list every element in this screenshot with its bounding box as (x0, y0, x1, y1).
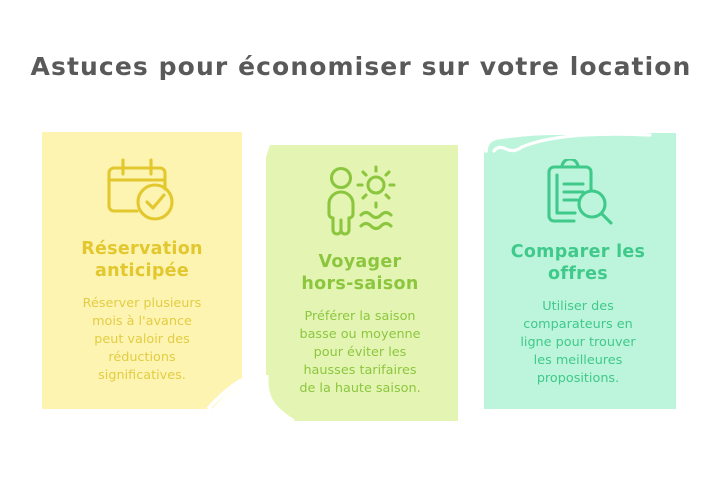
tip-card-comparer-les-offres: Comparer les offres Utiliser des compara… (480, 133, 676, 409)
card-title-line-1: Voyager (318, 252, 402, 272)
card-body-line: significatives. (98, 368, 186, 384)
card-body-line: basse ou moyenne (299, 326, 421, 342)
card-body: Utiliser des comparateurs en ligne pour … (490, 298, 666, 389)
card-body-line: les meilleures (533, 353, 623, 369)
card-content: Voyager hors-saison Préférer la saison b… (262, 145, 458, 441)
card-content: Réservation anticipée Réserver plusieurs… (42, 132, 242, 431)
calendar-check-icon (105, 154, 179, 224)
card-body-line: comparateurs en (523, 316, 633, 332)
tip-card-voyager-hors-saison: Voyager hors-saison Préférer la saison b… (262, 145, 458, 421)
person-sun-waves-icon (321, 165, 399, 237)
card-title-line-2: hors-saison (301, 274, 419, 295)
card-body-line: ligne pour trouver (520, 335, 636, 351)
card-body: Préférer la saison basse ou moyenne pour… (272, 308, 448, 399)
card-body-line: peut valoir des (94, 332, 190, 348)
card-title: Comparer les offres (488, 241, 668, 286)
card-body-line: propositions. (536, 371, 620, 387)
card-content: Comparer les offres Utiliser des compara… (480, 133, 676, 435)
card-background-shape (264, 145, 458, 421)
card-title-line-2: anticipée (95, 261, 189, 282)
card-title-line-1: Réservation (81, 239, 203, 259)
card-title-line-2: offres (548, 264, 608, 285)
card-body-line: Utiliser des (542, 298, 614, 314)
clipboard-search-icon (540, 157, 616, 227)
card-body-line: pour éviter les (313, 345, 407, 361)
card-body-line: Réserver plusieurs (82, 295, 202, 311)
card-body-line: de la haute saison. (299, 381, 421, 397)
card-title-line-1: Comparer les (510, 242, 646, 262)
card-body-line: hausses tarifaires (303, 363, 417, 379)
tip-card-reservation-anticipee: Réservation anticipée Réserver plusieurs… (42, 132, 242, 409)
card-body-line: mois à l'avance (92, 313, 192, 329)
card-title: Voyager hors-saison (270, 251, 450, 296)
card-background-shape (42, 132, 242, 409)
card-background-shape (484, 133, 676, 409)
card-title: Réservation anticipée (52, 238, 232, 283)
card-body-line: Préférer la saison (304, 308, 416, 324)
card-body: Réserver plusieurs mois à l'avance peut … (56, 295, 228, 386)
card-body-line: réductions (108, 350, 176, 366)
page-title: Astuces pour économiser sur votre locati… (30, 52, 692, 81)
